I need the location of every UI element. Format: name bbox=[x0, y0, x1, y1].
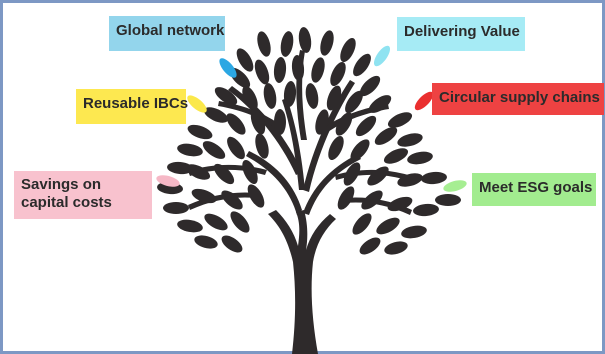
leaf-red-icon bbox=[414, 91, 434, 111]
tree-leaves bbox=[157, 27, 461, 255]
leaf-pink-icon bbox=[156, 175, 180, 187]
label-circular-supply-chains: Circular supply chains bbox=[432, 83, 604, 115]
label-meet-esg-goals: Meet ESG goals bbox=[472, 173, 596, 206]
label-delivering-value: Delivering Value bbox=[397, 17, 525, 51]
leaf-blue-icon bbox=[219, 58, 237, 78]
leaf-cyan-icon bbox=[373, 45, 391, 67]
label-savings-on-capital-costs: Savings on capital costs bbox=[14, 171, 152, 219]
label-reusable-ibcs: Reusable IBCs bbox=[76, 89, 188, 124]
leaf-yellow-icon bbox=[187, 95, 207, 113]
label-global-network: Global network bbox=[109, 16, 225, 51]
leaf-green-icon bbox=[443, 180, 467, 192]
